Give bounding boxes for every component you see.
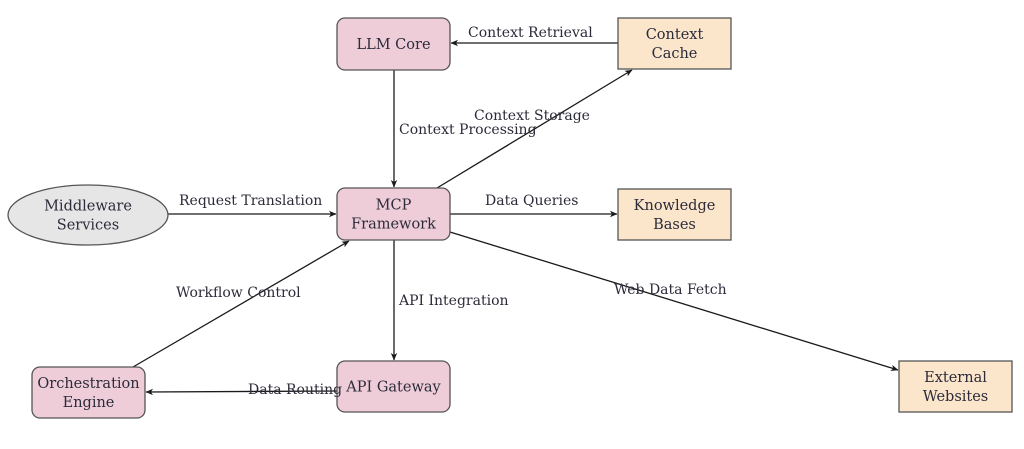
node-api-gateway[interactable]: API Gateway <box>336 360 451 413</box>
knowledge-bases-label-line: Knowledge <box>634 198 716 214</box>
knowledge-bases-label-line: Bases <box>653 217 696 233</box>
edge-label-workflow-control: Workflow Control <box>176 285 301 301</box>
mcp-framework-label-line: Framework <box>351 217 436 233</box>
knowledge-bases-shape <box>617 188 732 241</box>
middleware-services-shape <box>7 184 169 246</box>
edge-context-storage <box>436 69 633 189</box>
middleware-services-label-line: Middleware <box>44 199 132 215</box>
edges-layer <box>132 39 899 396</box>
api-gateway-label-line: API Gateway <box>345 380 441 396</box>
orchestration-engine-label-line: Engine <box>63 395 115 411</box>
orchestration-engine-shape <box>31 366 146 419</box>
context-cache-label-line: Cache <box>652 46 698 62</box>
node-llm-core[interactable]: LLM Core <box>336 17 451 71</box>
external-websites-label-line: Websites <box>923 389 989 405</box>
edge-label-context-storage: Context Storage <box>474 108 590 124</box>
orchestration-engine-label-line: Orchestration <box>37 376 139 392</box>
mcp-framework-label-line: MCP <box>376 198 412 214</box>
edge-web-data-fetch <box>449 231 899 371</box>
external-websites-shape <box>898 360 1013 413</box>
api-gateway-shape <box>336 360 451 413</box>
context-cache-shape <box>617 17 732 70</box>
edge-label-data-routing: Data Routing <box>248 382 342 398</box>
middleware-services-label-line: Services <box>57 218 119 234</box>
mcp-framework-shape <box>336 187 451 241</box>
edge-label-context-retrieval: Context Retrieval <box>468 25 593 41</box>
llm-core-shape <box>336 17 451 71</box>
external-websites-label-line: External <box>924 370 987 386</box>
edge-label-web-data-fetch: Web Data Fetch <box>614 282 727 298</box>
edge-data-routing <box>145 388 338 396</box>
edge-label-data-queries: Data Queries <box>485 193 578 209</box>
context-cache-label-line: Context <box>646 27 704 43</box>
edge-workflow-control <box>132 240 350 368</box>
llm-core-label-line: LLM Core <box>356 37 430 53</box>
edge-label-context-processing: Context Processing <box>399 122 537 138</box>
node-mcp-framework[interactable]: MCP Framework <box>336 187 451 241</box>
edge-label-api-integration: API Integration <box>398 293 509 309</box>
edge-label-request-translation: Request Translation <box>179 193 322 209</box>
